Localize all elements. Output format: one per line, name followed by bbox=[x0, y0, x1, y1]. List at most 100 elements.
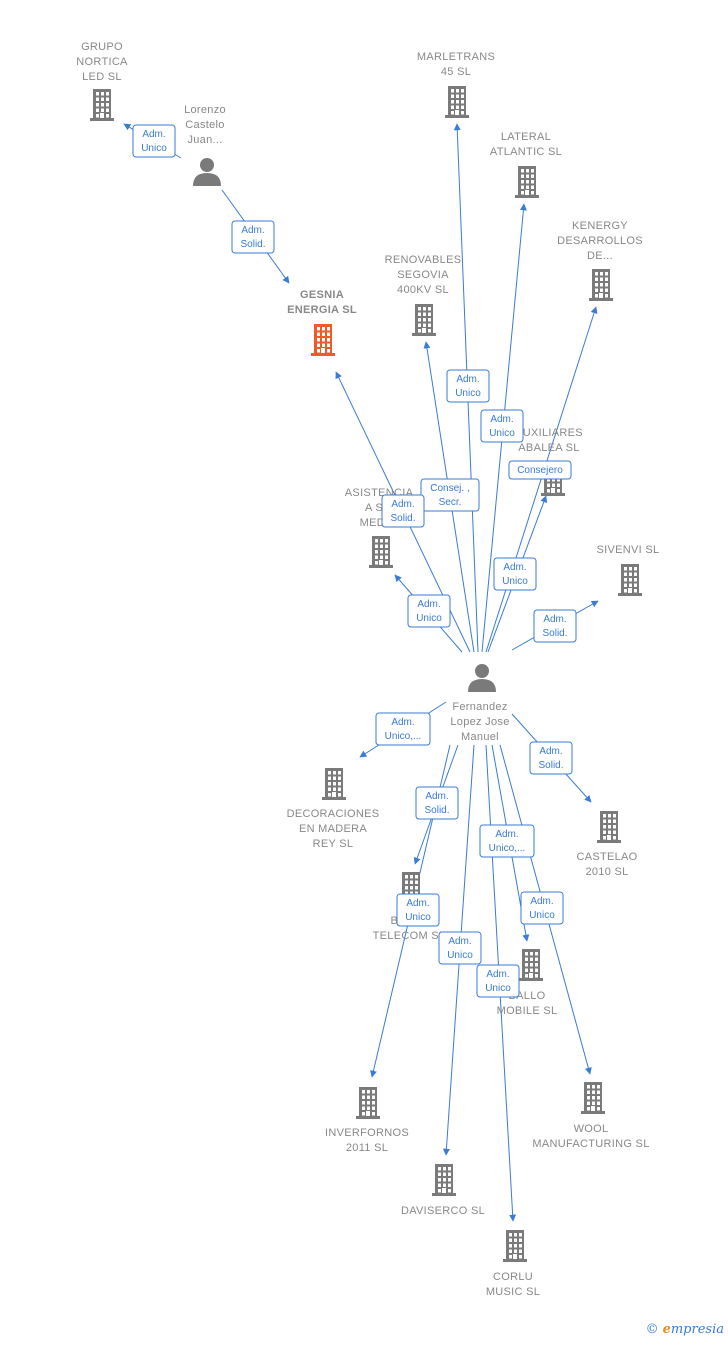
node-label: GESNIA bbox=[300, 289, 344, 301]
building-icon bbox=[322, 768, 346, 800]
edge-label-renovables[interactable]: Consej. ,Secr. bbox=[420, 478, 480, 512]
edge-label-corlu[interactable]: Adm.Unico bbox=[476, 964, 520, 998]
edge-label-wool[interactable]: Adm. Unico bbox=[520, 891, 564, 925]
brand-e: e bbox=[662, 1322, 671, 1337]
node-label: EN MADERA bbox=[299, 823, 367, 835]
edge-label-line: Unico,... bbox=[489, 843, 526, 854]
edge-label-line: Adm. bbox=[425, 791, 448, 802]
node-label: DECORACIONES bbox=[287, 808, 380, 820]
edge-label-castelao[interactable]: Adm.Solid. bbox=[529, 741, 573, 775]
edge-label-line: Adm. bbox=[391, 499, 414, 510]
edge-label-lateral[interactable]: Adm. Unico bbox=[480, 409, 524, 443]
building-icon bbox=[432, 1164, 456, 1196]
node-label: TELECOM SL bbox=[373, 930, 446, 942]
building-icon bbox=[515, 166, 539, 198]
edge-label-inverfornos[interactable]: Adm.Unico bbox=[396, 893, 440, 927]
node-corlu[interactable]: CORLU MUSIC SL bbox=[486, 1230, 540, 1298]
node-label: DE... bbox=[587, 250, 613, 262]
node-label: MUSIC SL bbox=[486, 1286, 540, 1298]
node-label: MANUFACTURING SL bbox=[532, 1138, 649, 1150]
node-label: Lopez Jose bbox=[450, 716, 509, 728]
edge-label-line: Unico bbox=[529, 910, 555, 921]
edge-label-daviserco[interactable]: Adm.Unico bbox=[438, 931, 482, 965]
node-label: 400KV SL bbox=[397, 284, 449, 296]
node-kenergy[interactable]: KENERGY DESARROLLOS DE... bbox=[557, 220, 643, 301]
node-label: 2011 SL bbox=[346, 1142, 388, 1154]
node-label: CASTELAO bbox=[576, 851, 637, 863]
node-decoraciones[interactable]: DECORACIONES EN MADERA REY SL bbox=[287, 768, 380, 850]
node-label: MARLETRANS bbox=[417, 51, 495, 63]
building-icon bbox=[311, 324, 335, 356]
node-label: NORTICA bbox=[76, 56, 128, 68]
edges-layer bbox=[123, 123, 599, 1222]
node-label: KENERGY bbox=[572, 220, 628, 232]
empresia-logo: ©empresia bbox=[646, 1322, 724, 1337]
node-label: DAVISERCO SL bbox=[401, 1205, 485, 1217]
edge-label-line: Adm. bbox=[543, 614, 566, 625]
person-icon bbox=[468, 664, 496, 692]
node-label: ATLANTIC SL bbox=[490, 146, 562, 158]
node-label: SIVENVI SL bbox=[597, 544, 660, 556]
node-sivenvi[interactable]: SIVENVI SL bbox=[597, 544, 660, 596]
edge-label-line: Adm. bbox=[490, 414, 513, 425]
node-lorenzo[interactable]: LorenzoCasteloJuan... bbox=[184, 104, 226, 186]
node-label: ENERGIA SL bbox=[287, 304, 357, 316]
node-lateral[interactable]: LATERAL ATLANTIC SL bbox=[490, 131, 562, 198]
node-label: Juan... bbox=[187, 134, 222, 146]
building-icon bbox=[356, 1087, 380, 1119]
person-icon bbox=[193, 158, 221, 186]
node-gesnia[interactable]: GESNIA ENERGIA SL bbox=[287, 289, 357, 356]
building-icon bbox=[369, 536, 393, 568]
edge-label-line: Unico bbox=[141, 143, 167, 154]
brand-rest: mpresia bbox=[670, 1322, 724, 1337]
edge-labels-layer: Adm.UnicoAdm.Solid.Adm.UnicoAdm.UnicoCon… bbox=[132, 124, 577, 998]
node-label: LATERAL bbox=[501, 131, 551, 143]
edge-label-line: Adm. bbox=[456, 374, 479, 385]
edge-label-asistencia[interactable]: Adm.Unico bbox=[407, 594, 451, 628]
edge-label-line: Unico bbox=[489, 428, 515, 439]
edge-label-ballo_mobile[interactable]: Adm.Unico,... bbox=[479, 824, 535, 858]
node-inverfornos[interactable]: INVERFORNOS 2011 SL bbox=[325, 1087, 409, 1154]
node-label: MOBILE SL bbox=[497, 1005, 558, 1017]
edge-label-line: Secr. bbox=[439, 497, 462, 508]
edge-label-ballo_telecom[interactable]: Adm.Solid. bbox=[415, 786, 459, 820]
edge-label-line: Adm. bbox=[391, 717, 414, 728]
edge-label-grupo_nortica[interactable]: Adm.Unico bbox=[132, 124, 176, 158]
building-icon bbox=[519, 949, 543, 981]
edge-label-marletrans[interactable]: Adm.Unico bbox=[446, 369, 490, 403]
building-icon bbox=[597, 811, 621, 843]
edge-label-line: Solid. bbox=[240, 239, 265, 250]
edge-label-gesnia[interactable]: Adm.Solid. bbox=[231, 220, 275, 254]
edge-label-gesnia[interactable]: Adm. Solid. bbox=[381, 494, 425, 528]
node-label: Lorenzo bbox=[184, 104, 226, 116]
edge-label-line: Unico bbox=[502, 576, 528, 587]
node-label: LED SL bbox=[82, 71, 122, 83]
node-label: AUXILIARES bbox=[515, 427, 583, 439]
node-label: SEGOVIA bbox=[397, 269, 449, 281]
node-label: REY SL bbox=[313, 838, 354, 850]
edge-label-kenergy[interactable]: Consejero bbox=[508, 460, 572, 480]
edge-label-line: Adm. bbox=[530, 896, 553, 907]
node-label: INVERFORNOS bbox=[325, 1127, 409, 1139]
edge-label-auxiliares[interactable]: Adm.Unico bbox=[493, 557, 537, 591]
edge-label-decoraciones[interactable]: Adm.Unico,... bbox=[375, 712, 431, 746]
node-label: DESARROLLOS bbox=[557, 235, 643, 247]
edge-label-line: Unico bbox=[485, 983, 511, 994]
node-renovables[interactable]: RENOVABLES SEGOVIA 400KV SL bbox=[385, 254, 462, 336]
building-icon bbox=[581, 1082, 605, 1114]
edge-label-line: Adm. bbox=[539, 746, 562, 757]
node-daviserco[interactable]: DAVISERCO SL bbox=[401, 1164, 485, 1217]
copyright-symbol: © bbox=[645, 1322, 659, 1337]
edge-label-line: Solid. bbox=[390, 513, 415, 524]
node-label: CORLU bbox=[493, 1271, 533, 1283]
node-label: RENOVABLES bbox=[385, 254, 462, 266]
edge-label-sivenvi[interactable]: Adm.Solid. bbox=[533, 609, 577, 643]
node-label: Manuel bbox=[461, 731, 499, 743]
